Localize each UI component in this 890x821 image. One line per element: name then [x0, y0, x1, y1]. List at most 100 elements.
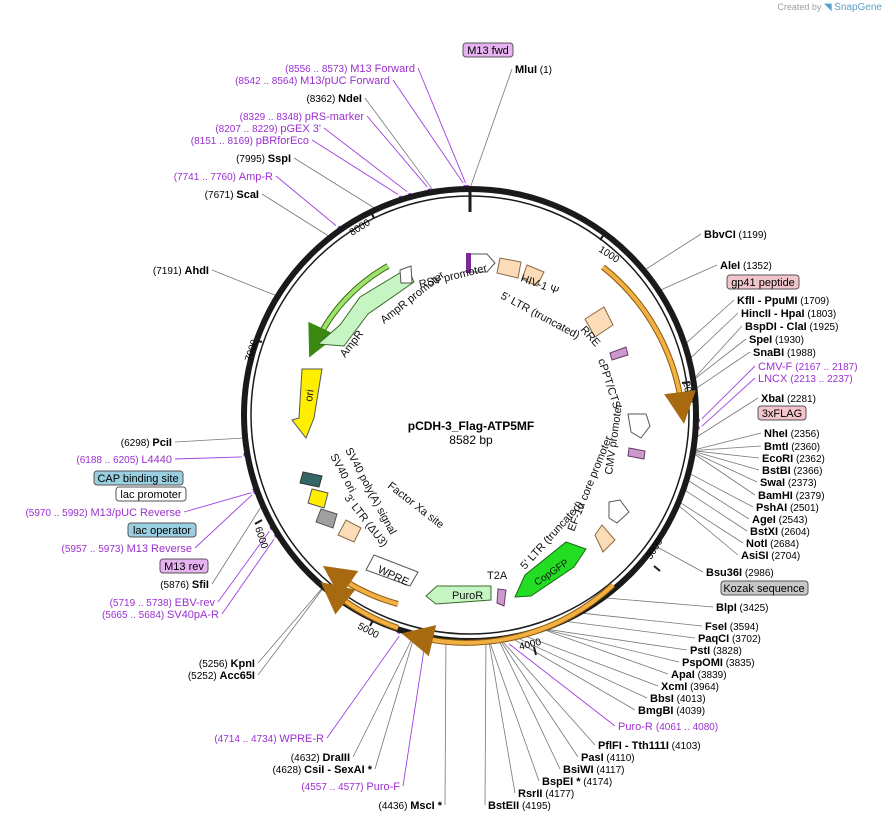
leader-primer-pbrforeco [311, 139, 399, 195]
primer-m13-reverse: (5957 .. 5973) M13 Reverse [62, 543, 192, 555]
enzyme-mlui: MluI (1) [515, 64, 552, 76]
enzyme-pspomi: PspOMI (3835) [682, 657, 755, 669]
enzyme-acc65i: (5252) Acc65I [188, 670, 255, 682]
leader-primer-lncx [701, 377, 756, 427]
cmv-promoter-arrow [627, 413, 651, 439]
leader-paqci [564, 620, 696, 639]
label-t2a: T2A [487, 570, 508, 582]
leader-spei [693, 338, 747, 380]
leader-rsrii [488, 641, 516, 794]
primer-pgex-3: (8207 .. 8229) pGEX 3' [215, 123, 321, 135]
enzyme-bbsi: BbsI (4013) [650, 693, 706, 705]
leader-bstxi [684, 489, 748, 532]
leader-lines [174, 67, 762, 806]
enzyme-swai: SwaI (2373) [760, 477, 817, 489]
primer-cmv-f: CMV-F (2167 .. 2187) [758, 361, 858, 373]
tick-4000: 4000 [518, 637, 543, 653]
ef1a-promoter-arrow [608, 499, 630, 524]
leader-bsteii [484, 641, 487, 806]
leader-bspei [489, 641, 540, 782]
leader-asisi [678, 504, 739, 556]
enzyme-apai: ApaI (3839) [671, 669, 727, 681]
leader-primer-m13-puc-forward [392, 79, 464, 184]
box-m13-fwd: M13 fwd [467, 45, 509, 57]
leader-primer-sv40pa-r [221, 538, 275, 615]
leader-kfli [685, 299, 735, 344]
leader-primer-ebv-rev [217, 531, 270, 603]
credit-prefix: Created by [777, 2, 822, 12]
primer-m13-puc-forward: (8542 .. 8564) M13/pUC Forward [235, 75, 390, 87]
sv40pa-box [299, 471, 323, 488]
enzyme-csii: (4628) CsiI - SexAI * [272, 764, 372, 776]
enzyme-psti: PstI (3828) [690, 645, 742, 657]
leader-xbai [695, 397, 759, 438]
leader-apai [543, 629, 669, 675]
enzyme-bstbi: BstBI (2366) [762, 465, 822, 477]
ampr-promoter-arrow [399, 265, 413, 284]
enzyme-kpni: (5256) KpnI [199, 658, 255, 670]
enzyme-nhei: NheI (2356) [764, 428, 820, 440]
enzyme-fsei: FseI (3594) [705, 621, 759, 633]
primer-lncx: LNCX (2213 .. 2237) [758, 373, 853, 385]
leader-psti [545, 628, 688, 651]
primer-puro-f: (4557 .. 4577) Puro-F [301, 781, 400, 793]
enzyme-xbai: XbaI (2281) [761, 393, 816, 405]
ltr5b-box [594, 524, 616, 553]
enzyme-ahdi: (7191) AhdI [153, 265, 209, 277]
leader-bbvci [644, 233, 702, 271]
leader-blpi [604, 597, 714, 608]
leader-msci [444, 640, 447, 806]
leader-primer-m13-puc-reverse [183, 492, 252, 513]
leader-bbsi [515, 636, 648, 699]
leader-scai [261, 193, 330, 237]
primer-puro-r: Puro-R (4061 .. 4080) [618, 721, 718, 733]
snapgene-logo-icon: ◥ [823, 2, 832, 13]
sv40-ori-box [307, 488, 329, 509]
leader-fsei [580, 612, 703, 627]
leader-swai [693, 452, 758, 483]
boxed-labels: M13 fwd gp41 peptide 3xFLAG Kozak sequen… [93, 42, 809, 596]
leader-bsu36i [655, 545, 704, 573]
tick-6000: 6000 [252, 526, 269, 551]
enzyme-ndei: (8362) NdeI [306, 93, 362, 105]
leader-sfii [211, 505, 263, 585]
box-m13-rev: M13 rev [164, 561, 204, 573]
leader-primer-pgex-3 [323, 127, 408, 193]
flag-box [627, 447, 646, 460]
enzyme-noti: NotI (2684) [746, 538, 799, 550]
ltr5-box [496, 257, 522, 279]
features [291, 253, 651, 607]
cppt-box [609, 346, 629, 361]
leader-primer-m13-forward [417, 67, 466, 184]
leader-csii [374, 635, 415, 770]
enzyme-sspi: (7995) SspI [236, 153, 291, 165]
enzyme-agei: AgeI (2543) [752, 514, 808, 526]
leader-bmgbi [511, 637, 636, 711]
leader-agei [687, 479, 750, 520]
leader-bsiwi [498, 639, 561, 770]
box-gp41-peptide: gp41 peptide [731, 277, 795, 289]
enzyme-pasi: PasI (4110) [581, 752, 635, 764]
box-lac-promoter: lac promoter [120, 489, 181, 501]
label-puror: PuroR [452, 590, 483, 602]
leader-ndei [364, 97, 434, 192]
leader-bmti [694, 445, 762, 451]
enzyme-snabi: SnaBI (1988) [753, 347, 816, 359]
enzyme-msci: (4436) MscI * [379, 800, 443, 812]
t2a-box [496, 588, 507, 607]
enzyme-pshai: PshAI (2501) [756, 502, 819, 514]
copgfp-arrow [514, 541, 587, 598]
primer-labels: (8556 .. 8573) M13 Forward(8542 .. 8564)… [25, 63, 857, 793]
primer-l4440: (6188 .. 6205) L4440 [76, 454, 172, 466]
leader-acc65i [257, 587, 324, 676]
leader-xcmi [523, 635, 659, 687]
tick-marks [253, 209, 691, 656]
plasmid-length: 8582 bp [449, 433, 493, 447]
fxa-box [315, 508, 338, 529]
primer-pbrforeco: (8151 .. 8169) pBRforEco [191, 135, 309, 147]
enzyme-scai: (7671) ScaI [205, 189, 259, 201]
enzyme-bsu36i: Bsu36I (2986) [706, 567, 774, 579]
leader-alei [659, 264, 718, 291]
leader-snabi [695, 351, 751, 390]
label-ori: ori [303, 389, 317, 403]
